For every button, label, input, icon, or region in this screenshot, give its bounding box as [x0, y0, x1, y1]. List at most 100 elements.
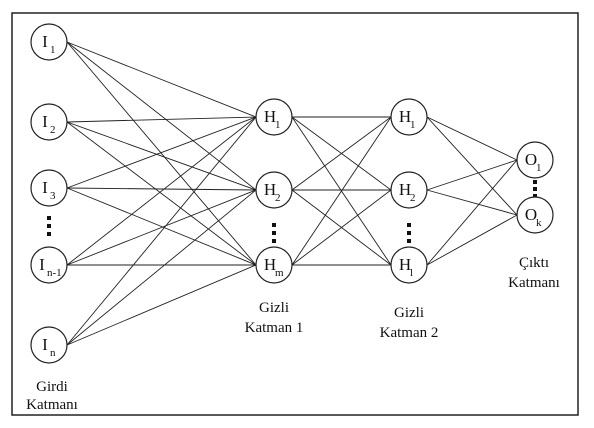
edge-input-hidden1	[66, 41, 257, 118]
edge-input-hidden1	[66, 121, 257, 266]
hidden1-node-label: H	[264, 255, 276, 274]
input-node-circle	[30, 246, 68, 284]
edge-input-hidden1	[66, 187, 257, 266]
output-layer-label-line1: Çıktı	[519, 255, 549, 271]
hidden2-node-subscript: 1	[410, 119, 416, 131]
input-node-label: I	[42, 178, 48, 197]
hidden1-node-subscript: 1	[275, 119, 281, 131]
hidden2-ellipsis-dot	[407, 239, 411, 243]
hidden1-node-label: H	[264, 107, 276, 126]
hidden1-node-3: Hm	[255, 246, 293, 284]
hidden2-ellipsis-dot	[407, 231, 411, 235]
output-node-subscript: 1	[536, 162, 542, 174]
hidden2-node-label: H	[399, 180, 411, 199]
hidden1-node-label: H	[264, 180, 276, 199]
hidden2-layer-label-line2: Katman 2	[380, 325, 439, 341]
input-ellipsis-dot	[47, 216, 51, 220]
input-node-label: I	[42, 32, 48, 51]
output-ellipsis-dot	[533, 194, 537, 198]
hidden2-node-subscript: l	[410, 267, 413, 279]
input-node-label: I	[39, 255, 45, 274]
hidden1-node-circle	[255, 98, 293, 136]
hidden2-node-3: Hl	[390, 246, 428, 284]
hidden1-ellipsis-dot	[272, 239, 276, 243]
layer-labels: Girdi Katmanı Gizli Katman 1 Gizli Katma…	[26, 255, 560, 413]
edge-input-hidden1	[66, 189, 257, 266]
hidden1-node-subscript: 2	[275, 192, 281, 204]
edge-hidden2-output	[426, 159, 518, 266]
edge-input-hidden1	[66, 121, 257, 191]
output-node-label: O	[525, 150, 537, 169]
output-ellipsis-dot	[533, 187, 537, 191]
input-node-circle	[30, 169, 68, 207]
edge-input-hidden1	[66, 264, 257, 346]
hidden1-layer-label-line2: Katman 1	[245, 320, 304, 336]
output-layer-label-line2: Katmanı	[508, 275, 560, 291]
edge-hidden2-output	[426, 116, 518, 216]
edge-hidden2-output	[426, 189, 518, 216]
edge-input-hidden1	[66, 116, 257, 346]
hidden1-node-subscript: m	[275, 267, 284, 279]
edge-hidden2-output	[426, 214, 518, 266]
edge-input-hidden1	[66, 116, 257, 123]
hidden2-node-circle	[390, 246, 428, 284]
hidden2-node-circle	[390, 98, 428, 136]
input-layer-label-line2: Katmanı	[26, 397, 78, 413]
hidden2-node-circle	[390, 171, 428, 209]
hidden1-node-2: H2	[255, 171, 293, 209]
edge-hidden2-output	[426, 116, 518, 161]
input-node-label: I	[42, 335, 48, 354]
hidden1-ellipsis-dot	[272, 231, 276, 235]
input-node-subscript: n	[50, 347, 56, 359]
edge-input-hidden1	[66, 41, 257, 266]
hidden2-node-subscript: 2	[410, 192, 416, 204]
output-ellipsis-dot	[533, 180, 537, 184]
hidden1-node-circle	[255, 171, 293, 209]
input-ellipsis-dot	[47, 224, 51, 228]
input-node-subscript: n-1	[47, 267, 62, 279]
input-node-label: I	[42, 112, 48, 131]
input-node-circle	[30, 23, 68, 61]
hidden1-layer-label-line1: Gizli	[259, 300, 289, 316]
input-node-subscript: 3	[50, 190, 56, 202]
hidden2-ellipsis-dot	[407, 223, 411, 227]
output-node-1: O1	[516, 141, 554, 179]
hidden1-node-circle	[255, 246, 293, 284]
hidden2-node-label: H	[399, 255, 411, 274]
hidden2-layer-label-line1: Gizli	[394, 305, 424, 321]
edge-hidden1-hidden2	[291, 116, 392, 266]
edge-input-hidden1	[66, 116, 257, 266]
edge-input-hidden1	[66, 189, 257, 346]
input-node-circle	[30, 103, 68, 141]
output-node-label: O	[525, 205, 537, 224]
output-node-subscript: k	[536, 217, 542, 229]
input-ellipsis-dot	[47, 232, 51, 236]
hidden2-node-1: H1	[390, 98, 428, 136]
hidden1-node-1: H1	[255, 98, 293, 136]
hidden2-node-label: H	[399, 107, 411, 126]
edge-hidden2-output	[426, 159, 518, 191]
edge-hidden1-hidden2	[291, 189, 392, 266]
hidden1-ellipsis-dot	[272, 223, 276, 227]
edge-input-hidden1	[66, 41, 257, 191]
output-node-circle	[516, 196, 554, 234]
output-node-2: Ok	[516, 196, 554, 234]
output-node-circle	[516, 141, 554, 179]
input-node-subscript: 2	[50, 124, 56, 136]
input-layer-label-line1: Girdi	[36, 379, 68, 395]
edge-input-hidden1	[66, 187, 257, 191]
connection-lines	[66, 41, 518, 346]
input-node-circle	[30, 326, 68, 364]
input-node-subscript: 1	[50, 44, 56, 56]
ellipsis-dots	[47, 180, 537, 243]
hidden2-node-2: H2	[390, 171, 428, 209]
diagram-border	[11, 12, 579, 416]
edge-hidden1-hidden2	[291, 116, 392, 191]
edge-input-hidden1	[66, 116, 257, 189]
